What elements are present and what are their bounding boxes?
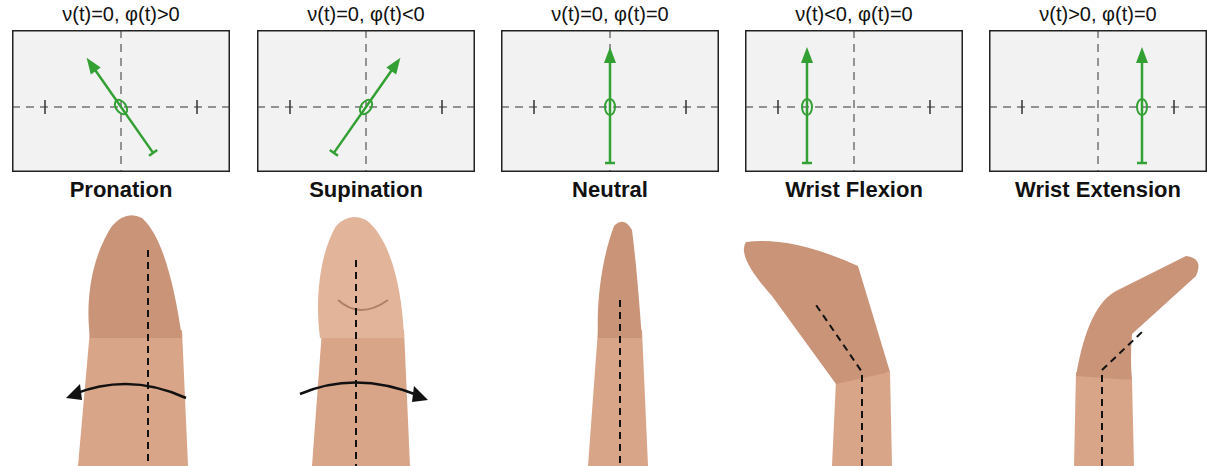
pose-arrow <box>604 47 616 163</box>
arrow-tail <box>802 162 812 165</box>
forearm <box>78 330 188 466</box>
box-frame <box>746 31 963 172</box>
plot-box <box>989 30 1207 172</box>
pose-arrow <box>82 54 158 156</box>
pose-name: Wrist Flexion <box>785 176 923 204</box>
hand <box>88 215 182 338</box>
box-frame <box>502 31 719 172</box>
plot-box <box>745 30 963 172</box>
arrow-head <box>801 47 813 63</box>
arrow-shaft <box>806 61 809 163</box>
forearm <box>312 330 410 466</box>
limit-tick <box>196 100 198 114</box>
limit-tick <box>685 100 687 114</box>
arrow-head <box>1136 47 1148 63</box>
arrow-head <box>386 54 405 74</box>
arrow-tail <box>1137 162 1147 165</box>
limit-tick <box>533 100 535 114</box>
pose-name: Supination <box>309 176 423 204</box>
axis-line <box>147 250 149 466</box>
arrow-tail <box>149 150 157 156</box>
hand <box>318 217 404 338</box>
pose-arrow <box>801 47 813 163</box>
arrow-head <box>412 386 428 402</box>
axis-line <box>355 260 357 466</box>
axis-line <box>814 302 862 466</box>
limit-tick <box>1173 100 1175 114</box>
pose-arrow <box>1136 47 1148 163</box>
forearm <box>1074 372 1134 466</box>
rotation-arrow <box>74 384 186 398</box>
arrow-shaft <box>1141 61 1144 163</box>
limit-tick <box>929 100 931 114</box>
limit-tick <box>777 100 779 114</box>
limit-tick <box>1021 100 1023 114</box>
pivot-ellipse <box>1137 99 1147 115</box>
parameter-label: ν(t)=0, φ(t)>0 <box>62 0 179 30</box>
palm-crease <box>338 300 388 310</box>
parameter-label: ν(t)<0, φ(t)=0 <box>795 0 912 30</box>
limit-tick <box>441 100 443 114</box>
hand <box>1076 256 1198 380</box>
pivot-ellipse <box>357 98 374 117</box>
pose-panel: ν(t)=0, φ(t)<0Supination <box>257 0 475 204</box>
pivot-ellipse <box>802 99 812 115</box>
pose-panel: ν(t)=0, φ(t)>0Pronation <box>12 0 230 204</box>
arrow-tail <box>605 162 615 165</box>
hand <box>598 222 642 338</box>
arrow-head <box>66 384 82 400</box>
axis-line <box>619 300 621 466</box>
rotation-arrow <box>300 382 420 396</box>
pose-name: Wrist Extension <box>1015 176 1181 204</box>
plot-box <box>257 30 475 172</box>
pose-arrow <box>329 54 405 156</box>
pose-name: Neutral <box>572 176 648 204</box>
pose-panel: ν(t)>0, φ(t)=0Wrist Extension <box>989 0 1207 204</box>
parameter-label: ν(t)=0, φ(t)=0 <box>551 0 668 30</box>
pivot-ellipse <box>112 98 129 117</box>
pivot-ellipse <box>605 99 615 115</box>
arrow-head <box>82 54 101 74</box>
arrow-shaft <box>95 69 154 153</box>
forearm <box>588 330 648 466</box>
pose-panel: ν(t)<0, φ(t)=0Wrist Flexion <box>745 0 963 204</box>
limit-tick <box>289 100 291 114</box>
parameter-label: ν(t)=0, φ(t)<0 <box>307 0 424 30</box>
pose-panel: ν(t)=0, φ(t)=0Neutral <box>501 0 719 204</box>
plot-box <box>12 30 230 172</box>
pose-name: Pronation <box>70 176 173 204</box>
box-frame <box>13 31 230 172</box>
box-frame <box>258 31 475 172</box>
arrow-tail <box>330 150 338 156</box>
parameter-label: ν(t)>0, φ(t)=0 <box>1039 0 1156 30</box>
limit-tick <box>44 100 46 114</box>
hand <box>744 241 890 384</box>
arrow-head <box>604 47 616 63</box>
arrow-shaft <box>609 61 612 163</box>
arrow-shaft <box>334 69 393 153</box>
vertical-axis <box>854 30 855 172</box>
vertical-axis <box>1098 30 1099 172</box>
axis-line <box>1102 332 1142 466</box>
box-frame <box>990 31 1207 172</box>
plot-box <box>501 30 719 172</box>
